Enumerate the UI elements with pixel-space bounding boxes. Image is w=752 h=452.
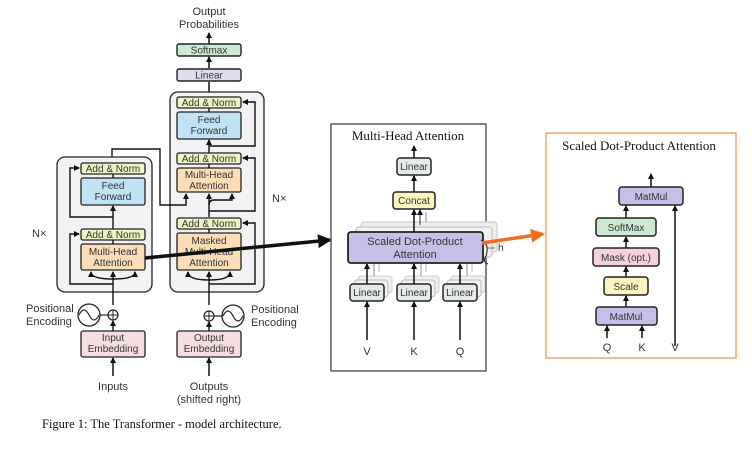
decoder-nx-label: N×	[272, 193, 286, 205]
output-embedding-box: Output Embedding	[176, 330, 242, 358]
mha-input-v: V	[363, 346, 371, 358]
svg-text:Concat: Concat	[398, 196, 430, 207]
svg-text:Linear: Linear	[195, 71, 223, 82]
sdpa-mask: Mask (opt.)	[592, 247, 660, 267]
decoder-positional-label-2: Encoding	[251, 317, 297, 329]
sdpa-input-q: Q	[603, 342, 612, 354]
sdpa-input-v: V	[671, 342, 679, 354]
svg-text:Masked: Masked	[191, 236, 226, 247]
encoder-nx-label: N×	[32, 228, 46, 240]
figure-caption: Figure 1: The Transformer - model archit…	[42, 417, 282, 431]
svg-text:Softmax: Softmax	[191, 46, 228, 57]
svg-text:Feed: Feed	[102, 181, 125, 192]
mha-linear-top: Linear	[396, 157, 432, 176]
svg-text:Output: Output	[194, 333, 224, 344]
sdpa-matmul-bottom: MatMul	[595, 306, 658, 326]
svg-text:Embedding: Embedding	[88, 344, 139, 355]
svg-text:Forward: Forward	[191, 126, 228, 137]
output-label-line2: Probabilities	[179, 19, 239, 31]
scaled-dot-title: Scaled Dot-Product Attention	[562, 138, 716, 153]
output-label-line1: Output	[192, 6, 225, 18]
decoder-multi-head-attention: Multi-Head Attention	[176, 167, 242, 193]
svg-text:Add & Norm: Add & Norm	[182, 219, 236, 230]
sdpa-matmul-top: MatMul	[618, 186, 684, 206]
svg-text:SoftMax: SoftMax	[608, 223, 645, 234]
inputs-label: Inputs	[98, 381, 128, 393]
zoom-arrow-orange	[481, 228, 545, 245]
outputs-label-line2: (shifted right)	[177, 394, 241, 406]
svg-text:Add & Norm: Add & Norm	[182, 154, 236, 165]
sdpa-scale: Scale	[603, 276, 649, 296]
svg-text:MatMul: MatMul	[635, 192, 668, 203]
sdpa-softmax: SoftMax	[595, 217, 657, 237]
outputs-label-line1: Outputs	[190, 381, 229, 393]
svg-text:Scale: Scale	[613, 282, 638, 293]
svg-text:Attention: Attention	[189, 181, 228, 192]
encoder-positional-label-1: Positional	[26, 303, 74, 315]
svg-text:Add & Norm: Add & Norm	[182, 98, 236, 109]
mha-linear-v: Linear	[349, 283, 385, 302]
svg-text:Embedding: Embedding	[184, 344, 235, 355]
decoder-add-norm-top: Add & Norm	[176, 96, 242, 109]
encoder-sine-icon	[77, 303, 101, 327]
decoder-add-norm-mid: Add & Norm	[176, 152, 242, 165]
mha-linear-q: Linear	[442, 283, 478, 302]
svg-text:Input: Input	[102, 333, 124, 344]
svg-text:Forward: Forward	[95, 192, 132, 203]
mha-concat: Concat	[392, 191, 436, 210]
svg-text:Attention: Attention	[393, 249, 436, 261]
decoder-add-norm-bottom: Add & Norm	[176, 217, 242, 230]
encoder-add-norm-top: Add & Norm	[80, 162, 146, 175]
mha-scaled-dot-product: Scaled Dot-Product Attention	[347, 231, 484, 264]
encoder-multi-head-attention: Multi-Head Attention	[80, 243, 146, 271]
zoom-arrow-black	[144, 234, 332, 260]
input-embedding-box: Input Embedding	[80, 330, 146, 358]
encoder-positional-label-2: Encoding	[26, 316, 72, 328]
linear-box: Linear	[176, 68, 242, 82]
svg-text:Linear: Linear	[446, 288, 474, 299]
svg-text:Attention: Attention	[93, 258, 132, 269]
svg-text:MatMul: MatMul	[610, 312, 643, 323]
decoder-positional-label-1: Positional	[251, 304, 299, 316]
svg-text:Add & Norm: Add & Norm	[86, 230, 140, 241]
encoder-block	[56, 156, 153, 293]
svg-text:Multi-Head: Multi-Head	[185, 170, 233, 181]
svg-text:Multi-Head: Multi-Head	[89, 247, 137, 258]
encoder-feed-forward: Feed Forward	[80, 177, 146, 206]
svg-text:Mask (opt.): Mask (opt.)	[601, 253, 651, 264]
svg-text:Attention: Attention	[189, 258, 228, 269]
svg-text:Scaled Dot-Product: Scaled Dot-Product	[367, 236, 462, 248]
sdpa-input-k: K	[638, 342, 646, 354]
softmax-box: Softmax	[176, 43, 242, 57]
svg-text:Feed: Feed	[198, 115, 221, 126]
decoder-sine-icon	[221, 304, 245, 328]
mha-linear-k: Linear	[396, 283, 432, 302]
svg-text:Linear: Linear	[353, 288, 381, 299]
multi-head-title: Multi-Head Attention	[352, 128, 465, 143]
svg-text:Linear: Linear	[400, 288, 428, 299]
svg-text:Add & Norm: Add & Norm	[86, 164, 140, 175]
encoder-add-norm-bottom: Add & Norm	[80, 228, 146, 241]
mha-h-label: h	[498, 243, 504, 254]
mha-input-k: K	[410, 346, 418, 358]
svg-text:Linear: Linear	[400, 162, 428, 173]
mha-input-q: Q	[456, 346, 465, 358]
decoder-feed-forward: Feed Forward	[176, 111, 242, 140]
